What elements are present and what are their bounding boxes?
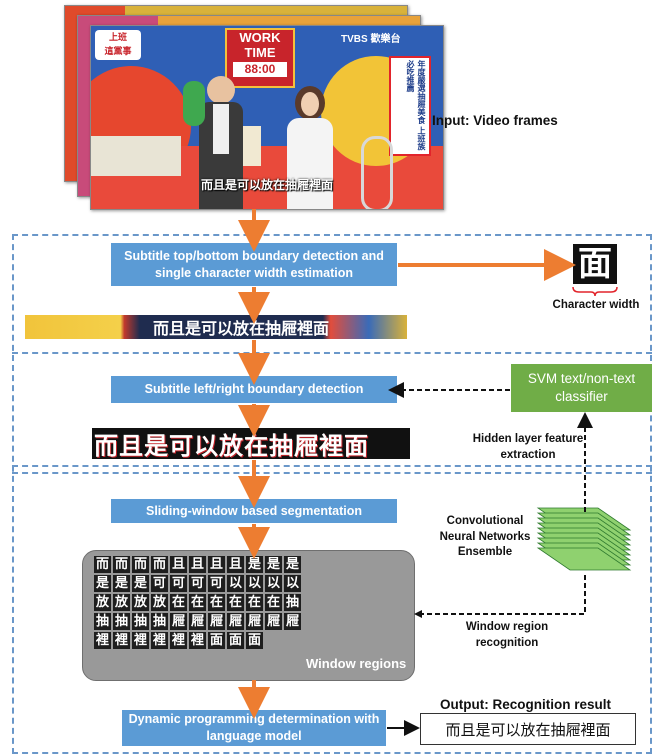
window-cell: 在 [246, 594, 263, 611]
window-cell: 在 [170, 594, 187, 611]
output-result-box: 而且是可以放在抽屜裡面 [420, 713, 636, 745]
window-cell: 抽 [113, 613, 130, 630]
window-cell: 裡 [94, 632, 111, 649]
window-cell: 抽 [94, 613, 111, 630]
window-cell: 以 [284, 575, 301, 592]
window-cell: 屜 [246, 613, 263, 630]
window-cell: 以 [227, 575, 244, 592]
window-cell: 抽 [151, 613, 168, 630]
window-regions-grid: 而而而而且且且且是是是是是是可可可可以以以以放放放放在在在在在在抽抽抽抽抽屜屜屜… [94, 556, 301, 651]
window-cell: 而 [151, 556, 168, 573]
side-banner: 年度嚴選抽屜美食 上班族必吃推薦 [389, 56, 431, 156]
window-cell: 是 [113, 575, 130, 592]
window-cell: 屜 [189, 613, 206, 630]
section-border-top [12, 234, 652, 236]
window-cell: 屜 [170, 613, 187, 630]
window-cell: 放 [113, 594, 130, 611]
channel-logo: TVBS 歡樂台 [341, 34, 401, 45]
window-cell: 可 [151, 575, 168, 592]
window-cell: 是 [284, 556, 301, 573]
window-cell: 且 [170, 556, 187, 573]
green-toy [183, 81, 205, 126]
window-cell: 在 [189, 594, 206, 611]
window-cell: 裡 [189, 632, 206, 649]
window-cell: 且 [189, 556, 206, 573]
char-width-brace [572, 286, 618, 297]
window-cell: 而 [113, 556, 130, 573]
window-cell: 而 [132, 556, 149, 573]
video-frame-main: 上班 這黨事 WORK TIME 88:00 TVBS 歡樂台 年度嚴選抽屜美食… [90, 25, 444, 210]
section-border-right [650, 234, 652, 754]
window-recognition-label: Window region recognition [465, 621, 549, 649]
cnn-stack-icon [536, 507, 632, 571]
window-cell: 屜 [208, 613, 225, 630]
window-cell: 是 [94, 575, 111, 592]
svm-classifier-box: SVM text/non-text classifier [511, 364, 652, 412]
window-cell: 裡 [113, 632, 130, 649]
subtitle-strip-full: 而且是可以放在抽屜裡面 [25, 315, 407, 339]
arrow-cnn-to-windows [420, 575, 586, 615]
window-cell: 放 [132, 594, 149, 611]
section-border-bottom [12, 752, 652, 754]
window-cell: 且 [208, 556, 225, 573]
window-cell: 面 [227, 632, 244, 649]
window-cell: 而 [94, 556, 111, 573]
hidden-layer-label: Hidden layer feature extraction [472, 433, 584, 461]
window-cell: 屜 [265, 613, 282, 630]
person-woman-body [287, 118, 333, 209]
subtitle-strip-cropped: 而且是可以放在抽屜裡面 [92, 428, 410, 459]
window-cell: 裡 [151, 632, 168, 649]
person-man-head [207, 76, 235, 104]
window-cell: 是 [246, 556, 263, 573]
character-glyph: 面 [573, 244, 617, 284]
paper-clip [361, 136, 393, 209]
window-cell: 可 [208, 575, 225, 592]
cnn-ensemble-label: Convolutional Neural Networks Ensemble [439, 515, 531, 559]
window-cell: 抽 [132, 613, 149, 630]
window-regions-label: Window regions [306, 656, 407, 671]
arrow-cnn-to-windows-head [414, 610, 422, 618]
section-border-left [12, 234, 14, 754]
window-cell: 在 [208, 594, 225, 611]
section-divider-2b [12, 472, 652, 474]
window-cell: 面 [208, 632, 225, 649]
character-width-label: Character width [552, 299, 640, 311]
section-divider-2a [12, 465, 652, 467]
window-cell: 在 [227, 594, 244, 611]
window-cell: 以 [265, 575, 282, 592]
window-cell: 放 [151, 594, 168, 611]
window-cell: 屜 [227, 613, 244, 630]
window-cell: 是 [132, 575, 149, 592]
window-cell: 可 [170, 575, 187, 592]
window-cell: 放 [94, 594, 111, 611]
window-cell: 面 [246, 632, 263, 649]
frame-subtitle: 而且是可以放在抽屜裡面 [200, 178, 333, 192]
window-cell: 在 [265, 594, 282, 611]
window-cell: 裡 [170, 632, 187, 649]
window-cell: 抽 [284, 594, 301, 611]
subtitle-strip-full-text: 而且是可以放在抽屜裡面 [153, 319, 330, 338]
show-logo: 上班 這黨事 [95, 30, 141, 60]
work-time-sign: WORK TIME 88:00 [225, 28, 295, 88]
window-cell: 且 [227, 556, 244, 573]
window-cell: 以 [246, 575, 263, 592]
input-label: Input: Video frames [432, 113, 558, 128]
section-divider-1 [12, 352, 652, 354]
subtitle-strip-cropped-text: 而且是可以放在抽屜裡面 [94, 432, 369, 459]
window-cell: 是 [265, 556, 282, 573]
window-cell: 裡 [132, 632, 149, 649]
output-label: Output: Recognition result [440, 697, 611, 712]
window-cell: 屜 [284, 613, 301, 630]
window-cell: 可 [189, 575, 206, 592]
